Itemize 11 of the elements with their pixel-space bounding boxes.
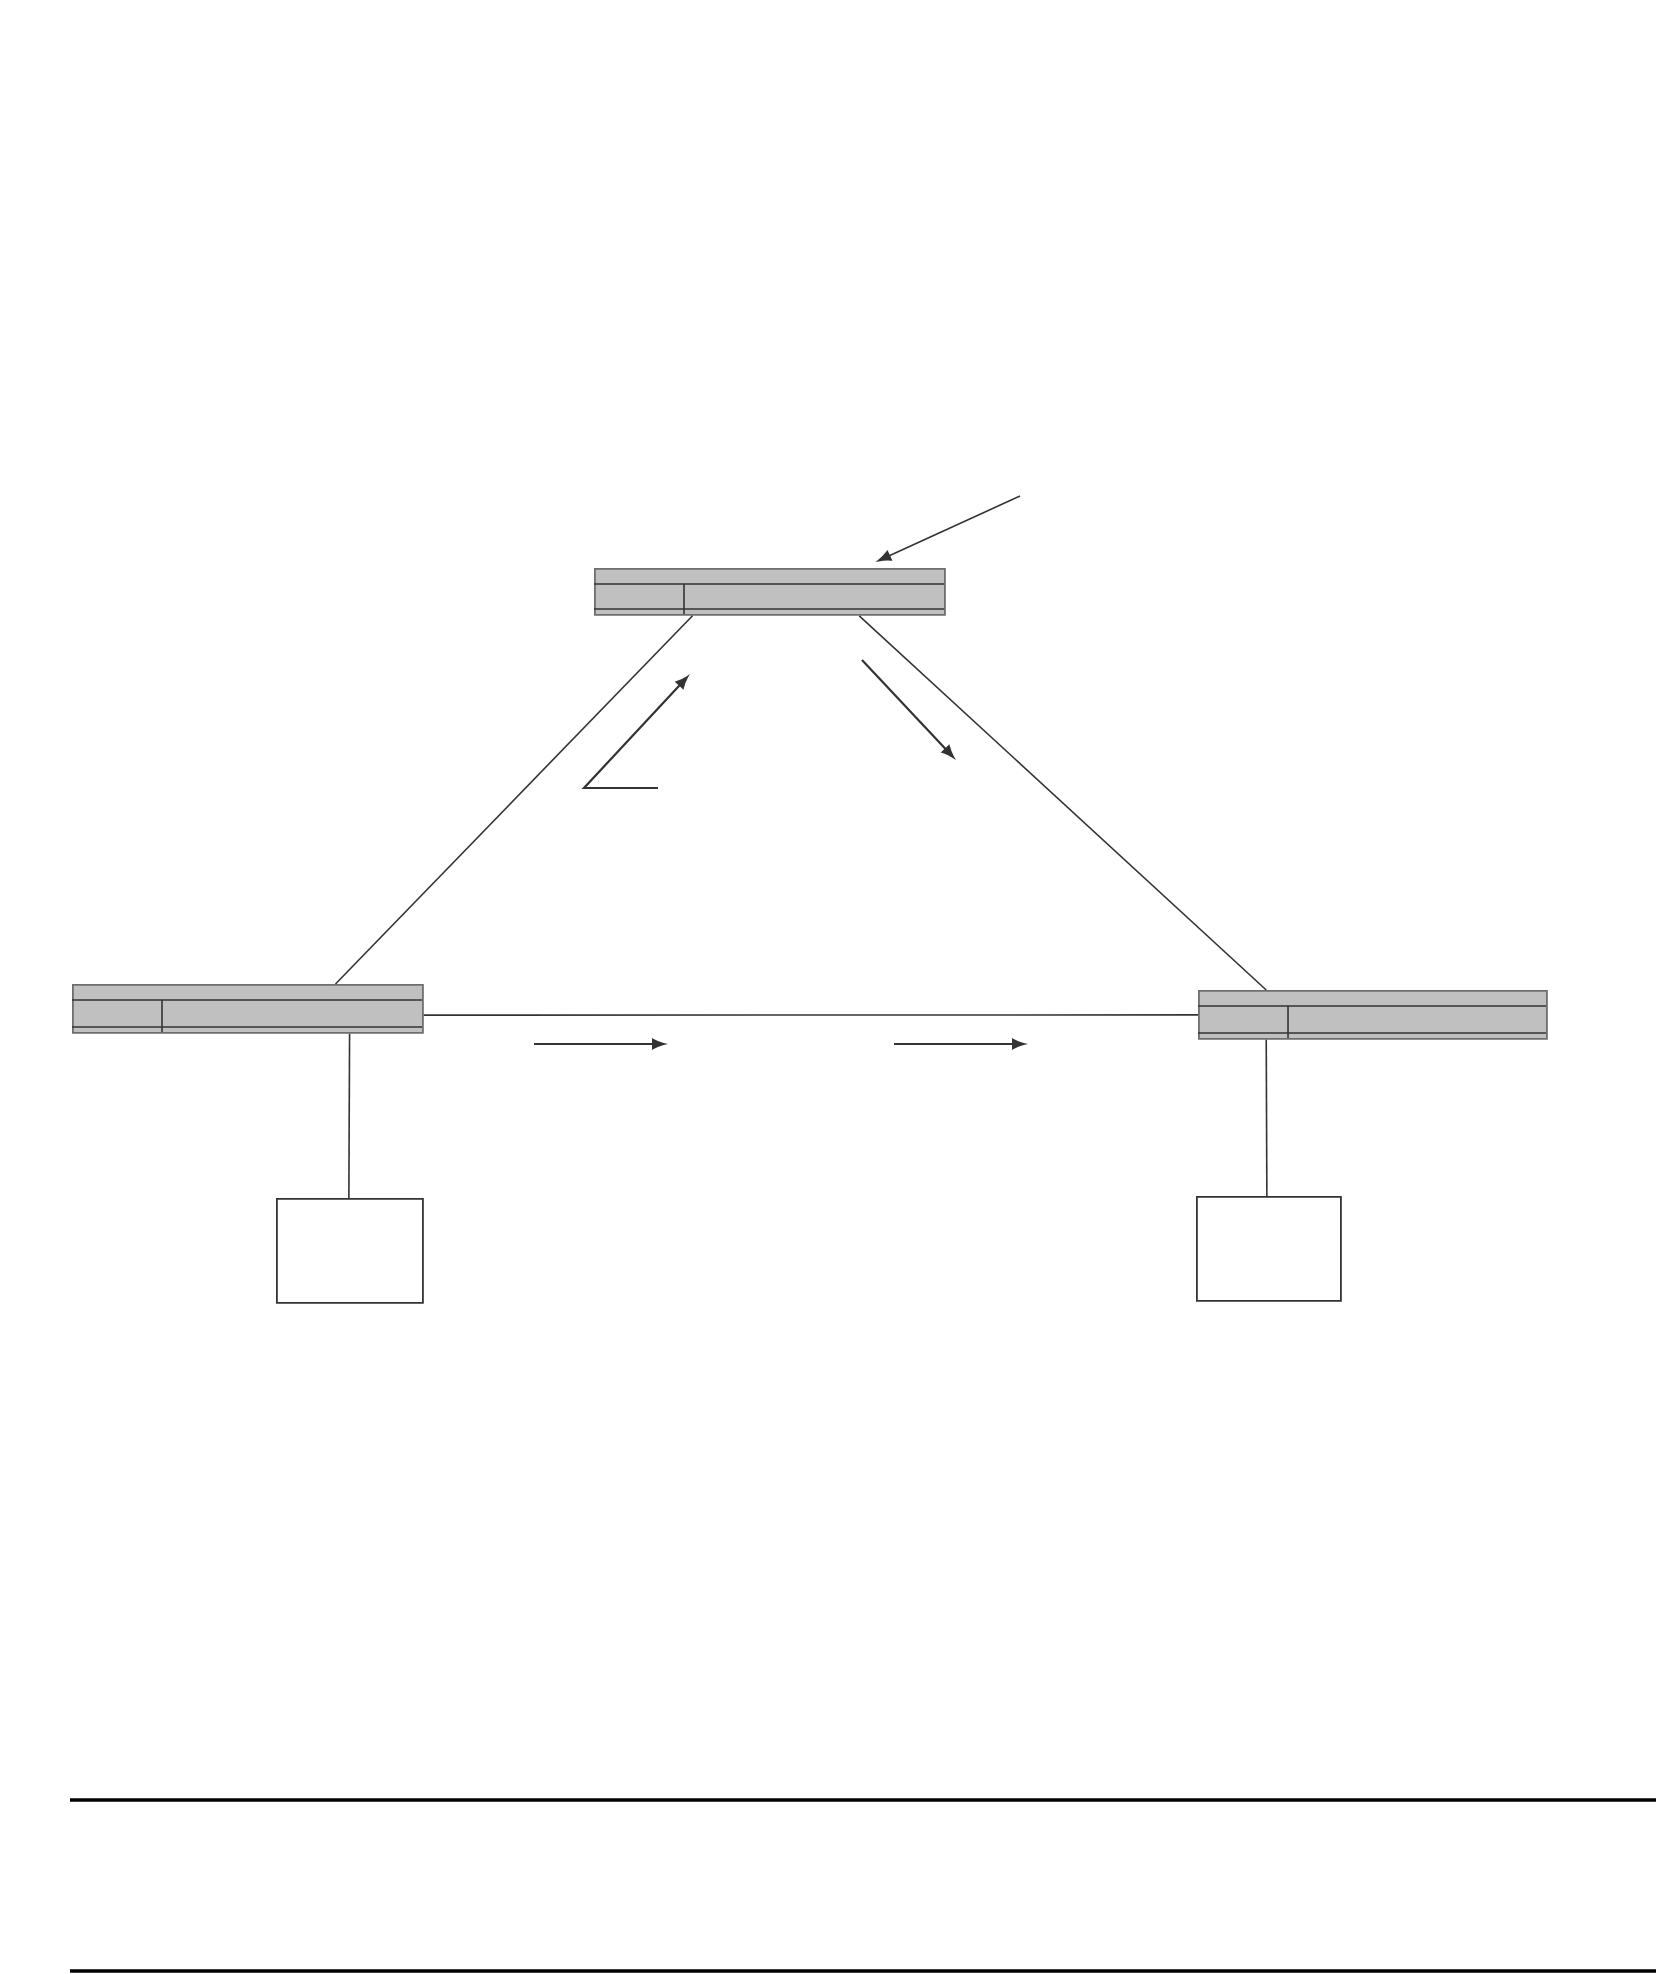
connector-line: [1265, 1039, 1268, 1197]
connector-line: [423, 1014, 1199, 1016]
connector-line: [348, 1033, 351, 1199]
bus-bar: [1197, 990, 1548, 1040]
empty-box: [276, 1198, 424, 1304]
connector-line: [858, 615, 1268, 991]
empty-box: [1196, 1196, 1342, 1302]
connector-line: [334, 615, 694, 985]
leader-arrow: [877, 495, 1021, 562]
bus-bar: [71, 984, 424, 1034]
bus-bar: [593, 568, 946, 616]
